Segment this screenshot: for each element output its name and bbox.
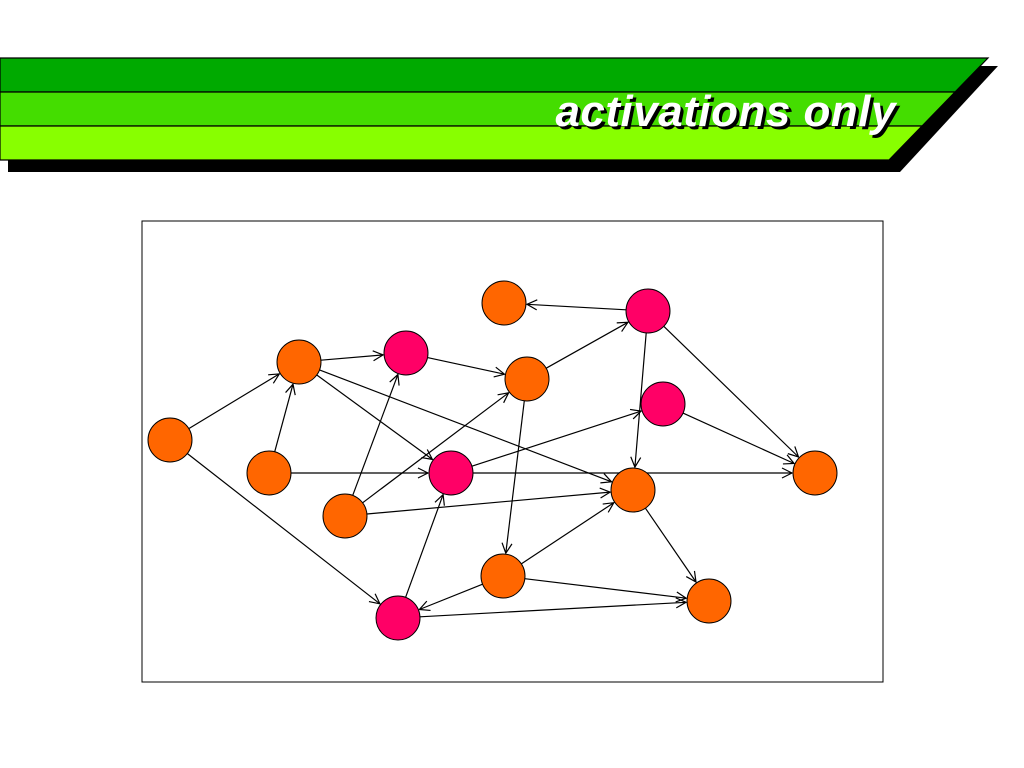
orange-node-n1 xyxy=(481,280,527,326)
pink-node-p3 xyxy=(428,450,474,496)
pink-node-p1 xyxy=(383,330,429,376)
orange-node-n3 xyxy=(147,417,193,463)
orange-node-n6 xyxy=(504,356,550,402)
pink-node-p5 xyxy=(375,595,421,641)
edge-n3-to-n2 xyxy=(188,374,279,430)
edge-n2-to-p3 xyxy=(316,374,433,459)
edge-n2-to-p1 xyxy=(320,355,383,360)
edge-p5-to-p3 xyxy=(405,495,444,598)
orange-node-n5 xyxy=(322,493,368,539)
slide-title: activations only xyxy=(555,87,896,136)
edge-n5-to-p1 xyxy=(352,375,398,496)
header-banner xyxy=(0,57,998,172)
orange-node-n10 xyxy=(686,578,732,624)
edge-n9-to-n7 xyxy=(520,503,614,565)
orange-node-n2 xyxy=(276,339,322,385)
orange-node-n11 xyxy=(792,450,838,496)
edge-n9-to-p5 xyxy=(419,583,483,609)
edges xyxy=(186,304,799,618)
edge-p1-to-n6 xyxy=(427,357,505,375)
edge-n5-to-n7 xyxy=(366,492,610,515)
edge-n6-to-p2 xyxy=(545,322,628,369)
orange-node-n7 xyxy=(610,467,656,513)
edge-p3-to-p4 xyxy=(471,411,641,467)
edge-n6-to-n9 xyxy=(506,400,525,553)
edge-n5-to-n6 xyxy=(362,393,509,504)
edge-n4-to-n2 xyxy=(274,384,293,452)
edge-p5-to-n10 xyxy=(419,602,686,618)
pink-node-p2 xyxy=(625,288,671,334)
edge-p4-to-n11 xyxy=(682,412,794,463)
nodes xyxy=(147,280,838,641)
edge-n9-to-n10 xyxy=(524,578,686,599)
orange-node-n4 xyxy=(246,450,292,496)
orange-node-n9 xyxy=(480,553,526,599)
edge-n3-to-p5 xyxy=(186,453,380,604)
banner-band-bottom xyxy=(0,125,924,161)
edge-n7-to-n10 xyxy=(644,507,696,582)
edge-p2-to-n1 xyxy=(527,304,627,311)
edge-p2-to-n7 xyxy=(635,332,647,467)
pink-node-p4 xyxy=(640,381,686,427)
edge-p2-to-n11 xyxy=(663,325,799,457)
